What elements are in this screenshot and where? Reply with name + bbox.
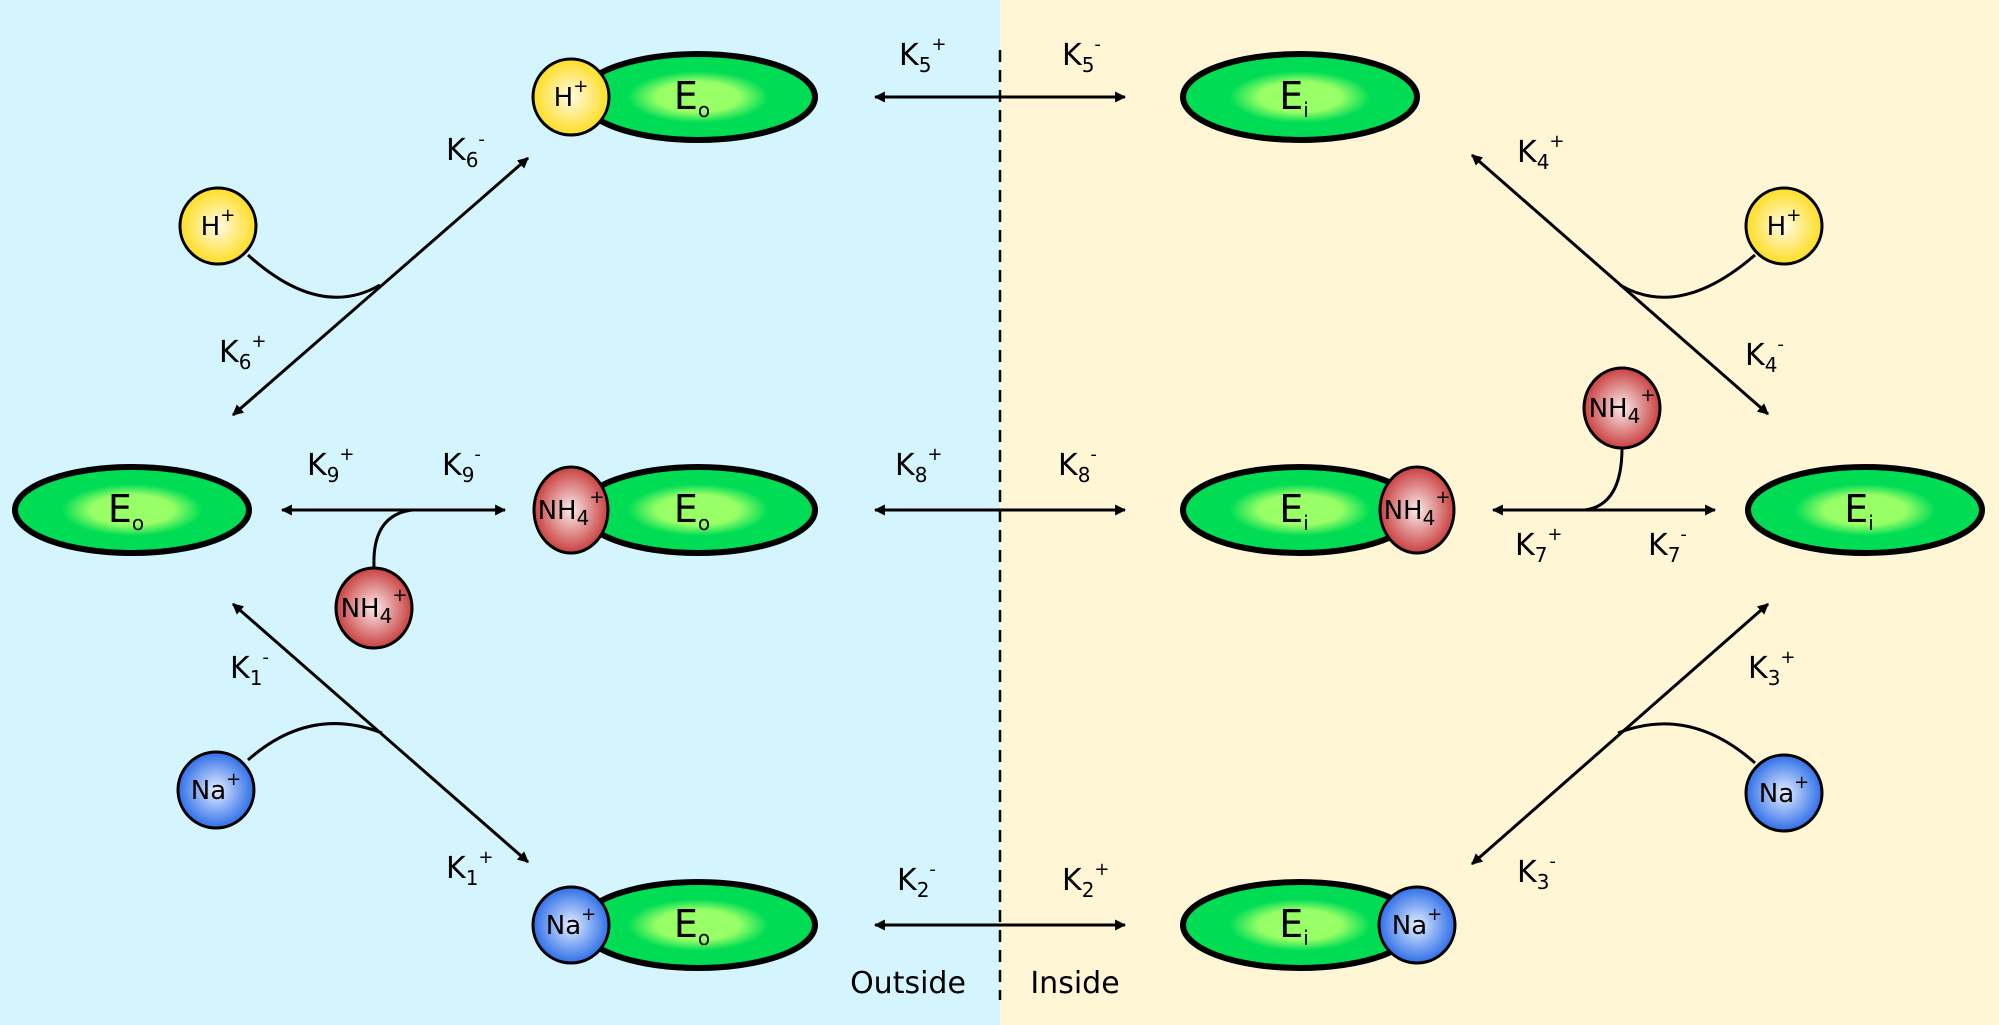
enzyme-ei-free: Ei — [1745, 464, 1985, 556]
ion-label: H+ — [1767, 205, 1802, 242]
ion-circle — [176, 750, 256, 830]
free-ion-na-right: Na+ — [1744, 753, 1824, 833]
bound-ion-na — [1377, 885, 1457, 965]
enzyme-eo-h: EoH+ — [531, 51, 818, 143]
free-ion-nh4-left: NH4+ — [334, 566, 414, 650]
inside-label: Inside — [1030, 966, 1119, 1001]
arrow-k6 — [232, 156, 529, 417]
binding-curve-h-left — [246, 253, 381, 299]
enzyme-body — [12, 464, 252, 556]
enzyme-body — [1745, 464, 1985, 556]
bound-ion-label: H+ — [554, 76, 589, 113]
free-ion-na-left: Na+ — [176, 750, 256, 830]
bound-ion-nh4 — [532, 465, 610, 555]
binding-curve-nh4-right — [1584, 447, 1624, 512]
ion-circle — [178, 186, 258, 266]
arrow-k3 — [1471, 602, 1769, 866]
binding-curve-h-right — [1619, 253, 1756, 299]
ion-circle — [334, 566, 414, 650]
ion-circle — [1744, 186, 1824, 266]
ion-circle — [1582, 366, 1662, 450]
enzyme-body — [578, 51, 818, 143]
outside-label: Outside — [850, 966, 966, 1001]
free-ion-nh4-right: NH4+ — [1582, 366, 1662, 450]
bound-ion-nh4 — [1378, 465, 1456, 555]
binding-curve-nh4-left — [372, 508, 413, 568]
enzyme-eo-free: Eo — [12, 464, 252, 556]
free-ion-h-right: H+ — [1744, 186, 1824, 266]
binding-curve-na-right — [1617, 722, 1756, 765]
arrow-k4 — [1471, 153, 1769, 416]
enzyme-body — [1180, 51, 1420, 143]
free-ion-h-left: H+ — [178, 186, 258, 266]
bound-ion-h — [531, 57, 611, 137]
enzyme-body — [578, 464, 818, 556]
binding-curve-na-left — [247, 722, 383, 762]
rate-constant-k5m: K5- — [1062, 34, 1101, 77]
bound-ion-label: Na+ — [1392, 904, 1442, 941]
enzyme-body — [578, 879, 818, 971]
enzyme-ei-top: Ei — [1180, 51, 1420, 143]
bound-ion-na — [531, 885, 611, 965]
ion-circle — [1744, 753, 1824, 833]
